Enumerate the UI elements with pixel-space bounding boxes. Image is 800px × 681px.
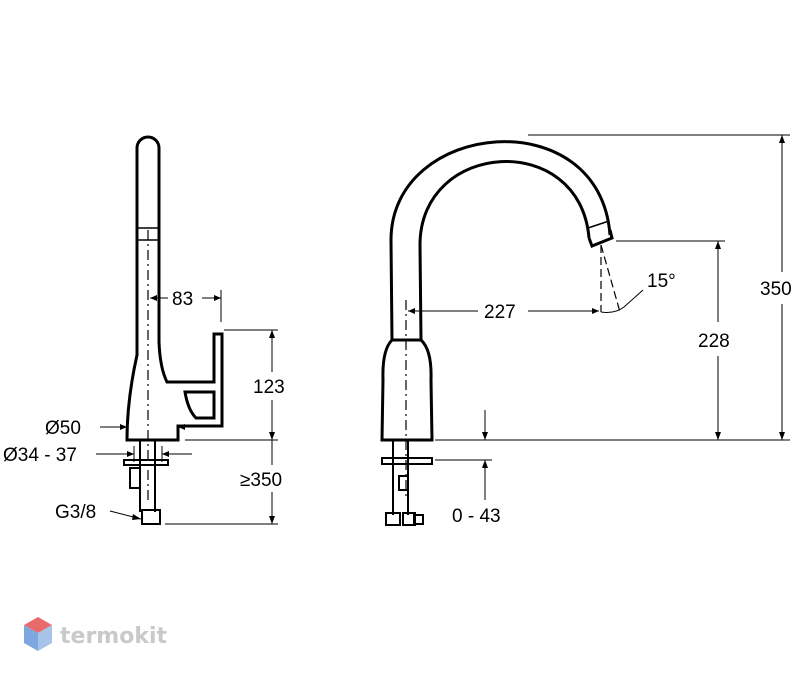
gooseneck-outer — [389, 140, 612, 341]
gooseneck-inner — [418, 160, 591, 341]
arrow-head — [132, 514, 141, 520]
arrow-head — [715, 432, 721, 440]
spout-tip — [587, 229, 614, 248]
angle-leader — [623, 289, 644, 308]
dim-83-label: 83 — [172, 289, 193, 310]
side-base-plate — [123, 459, 169, 466]
front-view: 15° 227 228 350 0 - — [380, 134, 792, 527]
front-body-outline — [380, 338, 434, 442]
aerator-line — [587, 220, 610, 229]
angle-label: 15° — [647, 271, 676, 292]
dim-350min-label: ≥350 — [240, 470, 282, 491]
arrow-head — [715, 241, 721, 249]
arrow-head — [592, 308, 599, 314]
side-fitting — [129, 467, 141, 489]
side-view: 83 123 Ø50 Ø34 - 37 ≥350 G3/8 — [3, 135, 285, 525]
watermark-text: termokit — [60, 624, 167, 649]
dim-123-label: 123 — [253, 377, 285, 398]
arrow-head — [269, 432, 275, 440]
arrow-head — [482, 460, 488, 468]
arrow-head — [408, 308, 415, 314]
logo-cube-left — [24, 625, 38, 651]
flow-angled — [600, 244, 621, 313]
dim-350-label: 350 — [760, 279, 792, 300]
dim-34-label: Ø34 - 37 — [3, 445, 77, 466]
arrow-head — [214, 295, 221, 301]
dim-228-label: 228 — [698, 331, 730, 352]
arrow-head — [150, 295, 157, 301]
front-nut — [413, 514, 424, 525]
side-spout-outline — [125, 135, 224, 442]
arrow-head — [178, 424, 185, 430]
dim-227-label: 227 — [484, 302, 516, 323]
front-nut — [385, 512, 401, 526]
logo-cube-right — [38, 625, 52, 651]
arrow-head — [120, 424, 127, 430]
arrow-head — [162, 451, 169, 457]
arrow-head — [482, 432, 488, 440]
arrow-head — [779, 432, 785, 440]
termokit-watermark: termokit — [24, 617, 167, 651]
arrow-head — [269, 330, 275, 338]
arrow-head — [127, 451, 134, 457]
g38-label: G3/8 — [55, 502, 96, 523]
side-nut — [141, 509, 161, 525]
arrow-head — [779, 135, 785, 143]
dim-50-label: Ø50 — [45, 418, 81, 439]
arrow-head — [269, 516, 275, 524]
angle-arc — [600, 306, 625, 313]
side-handle-block — [183, 390, 216, 420]
dim-043-label: 0 - 43 — [452, 506, 501, 527]
front-fitting — [398, 475, 409, 491]
